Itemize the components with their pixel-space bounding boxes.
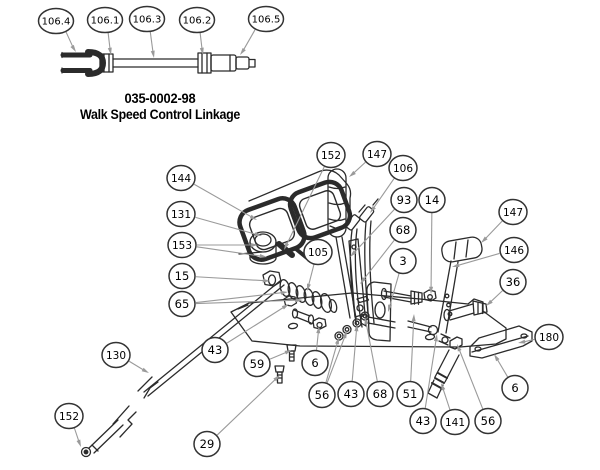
callout-59: 59 bbox=[243, 350, 292, 378]
clevis-end bbox=[60, 49, 106, 77]
callout-label: 147 bbox=[367, 149, 387, 161]
callout-label: 56 bbox=[315, 388, 330, 402]
callout-56: 56 bbox=[308, 331, 347, 409]
callout-label: 68 bbox=[396, 223, 411, 237]
callout-label: 43 bbox=[344, 387, 359, 401]
callout-106: 106 bbox=[370, 154, 418, 213]
callout-label: 106.4 bbox=[42, 17, 71, 28]
callout-146: 146 bbox=[452, 236, 529, 268]
callout-label: 6 bbox=[511, 381, 518, 395]
threaded-tip bbox=[235, 56, 256, 70]
callout-label: 141 bbox=[445, 417, 465, 429]
callout-141: 141 bbox=[440, 383, 470, 436]
callout-15: 15 bbox=[168, 262, 270, 290]
link-rod bbox=[112, 58, 199, 68]
callout-106.1: 106.1 bbox=[86, 6, 124, 55]
callout-180: 180 bbox=[518, 323, 564, 351]
callout-label: 29 bbox=[200, 437, 215, 451]
callout-label: 147 bbox=[503, 207, 523, 219]
callout-label: 43 bbox=[208, 343, 223, 357]
part-name: Walk Speed Control Linkage bbox=[79, 107, 241, 122]
foot-lever-146-147 bbox=[437, 236, 483, 334]
rod-end-152 bbox=[80, 405, 137, 458]
callout-label: 106.5 bbox=[252, 15, 281, 26]
callout-43: 43 bbox=[337, 324, 365, 408]
callout-label: 131 bbox=[171, 209, 191, 221]
top-figure-callouts: 106.4 106.1 106.3 106.2 106.5 bbox=[37, 5, 285, 58]
callout-68: 68 bbox=[360, 216, 417, 284]
callout-3: 3 bbox=[388, 247, 417, 312]
callout-56: 56 bbox=[457, 344, 502, 435]
part-number: 035-0002-98 bbox=[124, 90, 196, 106]
callout-6: 6 bbox=[301, 326, 329, 377]
jam-nut-right bbox=[197, 52, 212, 74]
callout-29: 29 bbox=[193, 375, 280, 458]
callout-label: 106.2 bbox=[183, 16, 212, 27]
mount-screws-59-29 bbox=[274, 344, 297, 384]
callout-51: 51 bbox=[396, 314, 424, 408]
lever-nut-14 bbox=[423, 289, 437, 302]
adjuster-link-141 bbox=[427, 333, 463, 399]
callout-130: 130 bbox=[101, 341, 149, 373]
callout-label: 152 bbox=[321, 150, 341, 162]
callout-6: 6 bbox=[494, 354, 529, 402]
callout-label: 56 bbox=[481, 414, 496, 428]
pivot-bolts-43 bbox=[360, 287, 439, 336]
callout-106.2: 106.2 bbox=[178, 6, 216, 55]
callout-152: 152 bbox=[54, 402, 84, 447]
callout-label: 43 bbox=[416, 414, 431, 428]
callout-label: 146 bbox=[504, 245, 524, 257]
callout-43: 43 bbox=[409, 334, 438, 435]
callout-label: 3 bbox=[399, 254, 406, 268]
callout-131: 131 bbox=[166, 200, 262, 237]
spring-stack-15-65-105 bbox=[262, 270, 338, 314]
callout-label: 106.1 bbox=[91, 16, 120, 27]
pivot-bolt-36 bbox=[443, 300, 488, 322]
stud-and-spacer bbox=[283, 295, 315, 325]
callout-label: 153 bbox=[172, 240, 192, 252]
callout-label: 51 bbox=[403, 387, 418, 401]
callout-label: 15 bbox=[175, 269, 190, 283]
pivot-nuts-washers bbox=[312, 311, 370, 341]
callout-label: 65 bbox=[175, 297, 190, 311]
callout-label: 36 bbox=[506, 275, 521, 289]
linkage-part-drawing bbox=[60, 49, 256, 77]
callout-label: 14 bbox=[425, 193, 440, 207]
callout-144: 144 bbox=[166, 164, 257, 220]
callout-label: 59 bbox=[250, 357, 265, 371]
callout-106.3: 106.3 bbox=[128, 5, 166, 58]
callout-106.5: 106.5 bbox=[240, 5, 285, 55]
callout-label: 152 bbox=[59, 411, 79, 423]
callout-65: 65 bbox=[168, 290, 303, 318]
main-figure-callouts: 144 131 153 15 65 105 152 147 106 93 68 3 14 147 146 36… bbox=[54, 140, 564, 458]
sleeve bbox=[210, 54, 237, 72]
title-block: 035-0002-98 Walk Speed Control Linkage bbox=[20, 90, 300, 122]
center-bracket-3 bbox=[366, 281, 392, 342]
callout-152: 152 bbox=[284, 141, 346, 250]
callout-label: 180 bbox=[539, 332, 559, 344]
callout-label: 68 bbox=[373, 387, 388, 401]
callout-label: 105 bbox=[308, 247, 328, 259]
knob-131-153 bbox=[249, 231, 277, 265]
callout-147: 147 bbox=[481, 198, 528, 243]
callout-label: 130 bbox=[106, 350, 126, 362]
callout-label: 6 bbox=[311, 356, 318, 370]
callout-153: 153 bbox=[167, 231, 267, 259]
callout-93: 93 bbox=[350, 186, 418, 257]
callout-label: 106 bbox=[393, 163, 413, 175]
callout-36: 36 bbox=[486, 268, 527, 306]
callout-68: 68 bbox=[364, 317, 394, 408]
callout-14: 14 bbox=[418, 186, 446, 294]
callout-43: 43 bbox=[201, 304, 289, 364]
rear-bracket-180 bbox=[469, 325, 533, 359]
callout-147: 147 bbox=[349, 140, 392, 177]
callout-label: 106.3 bbox=[133, 15, 162, 26]
callout-106.4: 106.4 bbox=[37, 7, 76, 52]
callout-label: 144 bbox=[171, 173, 191, 185]
callout-105: 105 bbox=[303, 238, 333, 291]
callout-label: 93 bbox=[397, 193, 412, 207]
jam-nut-left bbox=[99, 53, 114, 73]
main-assembly-drawing bbox=[80, 168, 533, 458]
